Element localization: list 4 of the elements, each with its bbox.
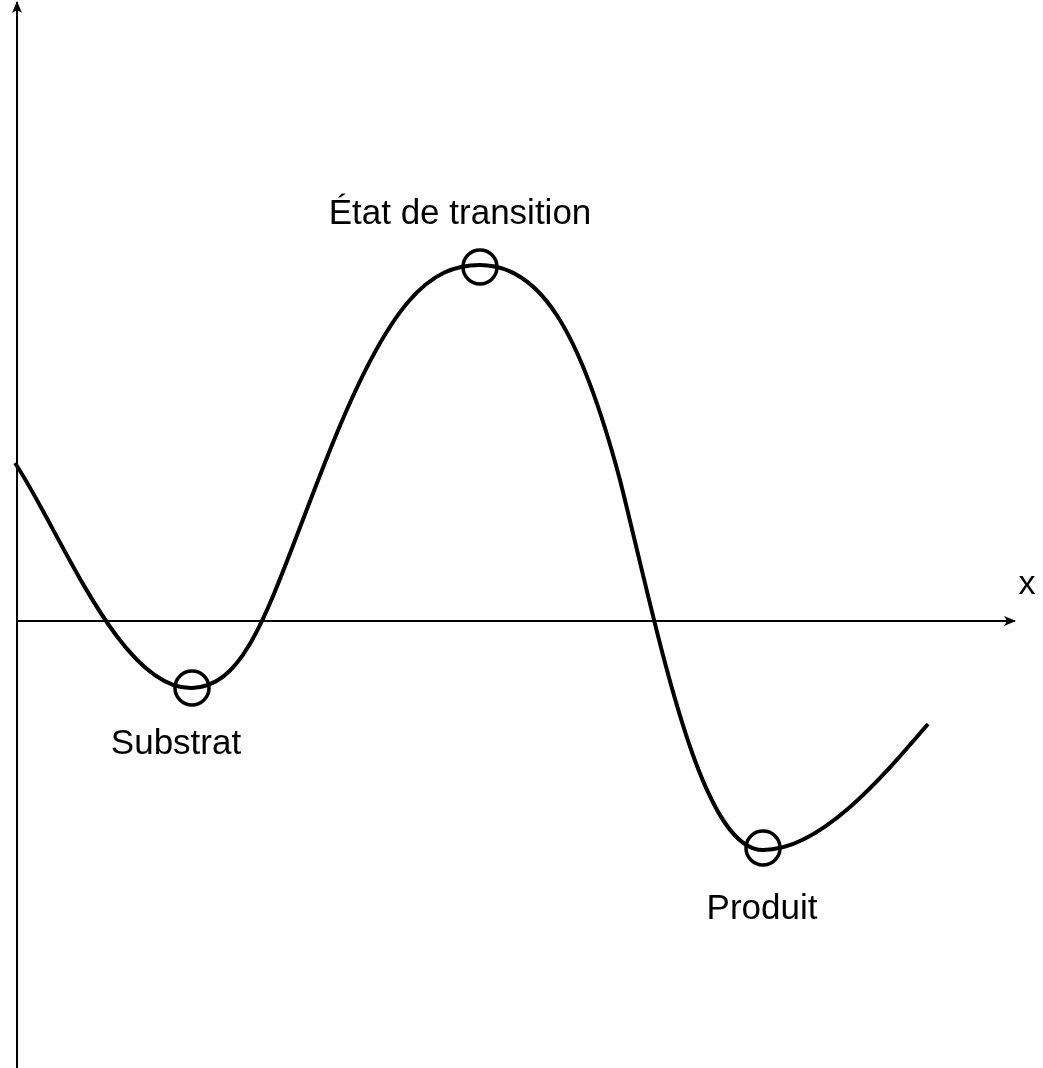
state-label: État de transition — [328, 192, 592, 232]
axis-label: x — [1018, 564, 1036, 602]
state-label: Produit — [706, 887, 818, 927]
state-label: Substrat — [110, 722, 242, 762]
